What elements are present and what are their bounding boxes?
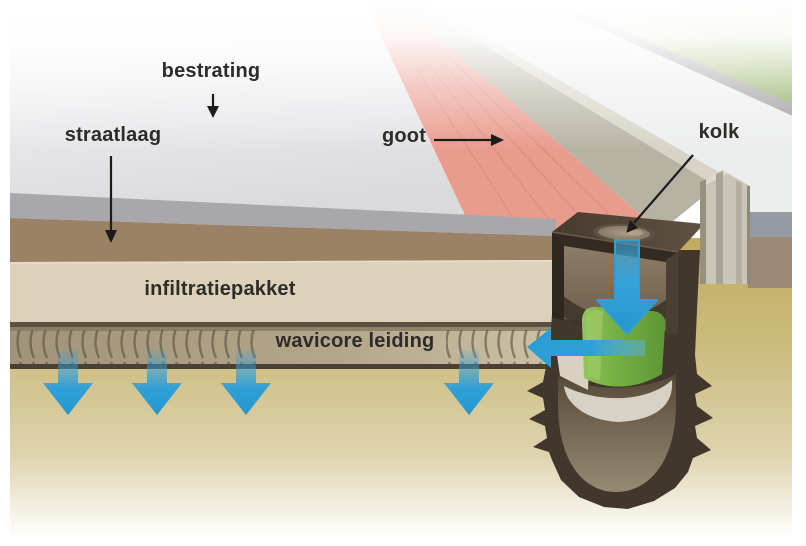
haze-overlay: [0, 0, 806, 150]
infiltration-layer: [9, 260, 557, 327]
infiltration-arrow-2: [132, 350, 182, 415]
infiltration-arrow-3: [221, 350, 271, 415]
label-arrows: [105, 94, 694, 243]
label-bestrating: bestrating: [161, 60, 261, 82]
kolk-frame-right: [666, 252, 678, 334]
infiltration-arrows: [43, 350, 494, 415]
goot-arrow: [434, 134, 504, 146]
kolk-outflow-arrow: [527, 328, 645, 368]
pavement-edge-layer: [10, 193, 556, 236]
label-straatlaag: straatlaag: [64, 124, 162, 146]
bestrating-arrow: [207, 94, 219, 118]
kolk-drain: [527, 212, 713, 509]
kolk-arrow: [626, 154, 694, 233]
label-infiltratiepakket: infiltratiepakket: [144, 278, 296, 300]
infiltration-arrow-1: [43, 350, 93, 415]
curb-block: [700, 170, 750, 284]
wavicore-pipe: [10, 327, 558, 369]
kolk-inflow-arrow: [596, 239, 658, 335]
straatlaag-arrow: [105, 156, 117, 243]
kolk-interior-highlight: [564, 380, 673, 422]
label-goot: goot: [381, 125, 427, 147]
kolk-frame-left: [552, 232, 564, 320]
pipe-corrugations-left: [16, 330, 262, 364]
straatlaag-layer: [10, 218, 556, 262]
label-kolk: kolk: [698, 121, 740, 143]
right-side-layers: [748, 212, 792, 288]
infiltration-arrow-4: [444, 350, 494, 415]
label-wavicore-leiding: wavicore leiding: [275, 330, 435, 352]
kolk-grate: [593, 223, 655, 243]
